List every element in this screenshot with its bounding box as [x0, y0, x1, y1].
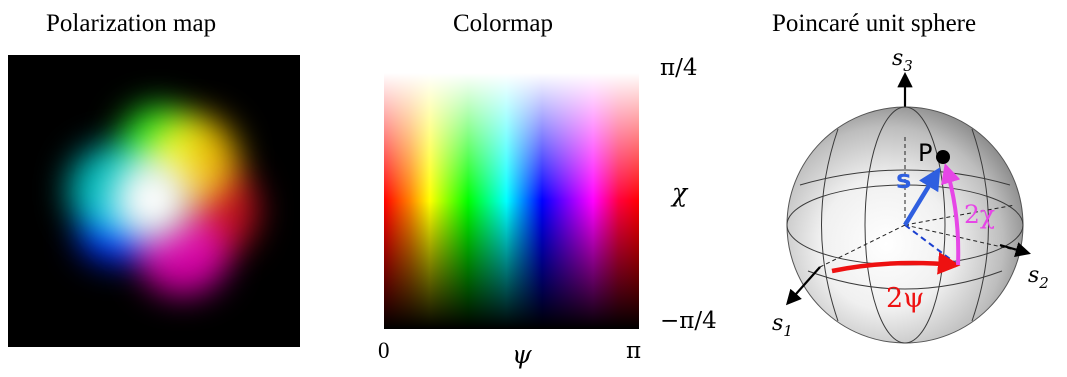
s1-axis: [785, 266, 821, 306]
polarization-map-image: [8, 55, 300, 347]
colormap-title: Colormap: [453, 10, 553, 37]
point-p-marker: [936, 150, 950, 164]
s3-label: s3: [892, 46, 913, 75]
poincare-sphere-diagram: s3 s1 s2 P s 2χ 2ψ: [772, 46, 1049, 344]
colormap-image: [384, 73, 639, 329]
psi-min-label: 0: [378, 338, 390, 363]
psi-axis-symbol: ψ: [512, 340, 532, 369]
vector-s-label: s: [896, 165, 911, 195]
polarization-map-title: Polarization map: [46, 10, 217, 37]
vector-s: [903, 167, 941, 227]
s1-label: s1: [772, 311, 793, 340]
chi-min-label: −π/4: [660, 308, 717, 334]
color-blob-white-center: [113, 160, 193, 240]
psi-angle-label: 2ψ: [886, 283, 924, 314]
point-p-label: P: [918, 139, 932, 167]
psi-arc: [831, 252, 961, 275]
s2-axis: [999, 242, 1031, 258]
chi-arc: [941, 163, 961, 266]
chi-max-label: π/4: [660, 55, 698, 81]
psi-max-label: π: [626, 338, 642, 364]
poincare-sphere-title: Poincaré unit sphere: [772, 10, 977, 37]
s2-label: s2: [1028, 263, 1049, 292]
chi-angle-label: 2χ: [964, 200, 995, 229]
chi-axis-symbol: χ: [672, 178, 688, 207]
internal-axes: [819, 135, 1016, 268]
